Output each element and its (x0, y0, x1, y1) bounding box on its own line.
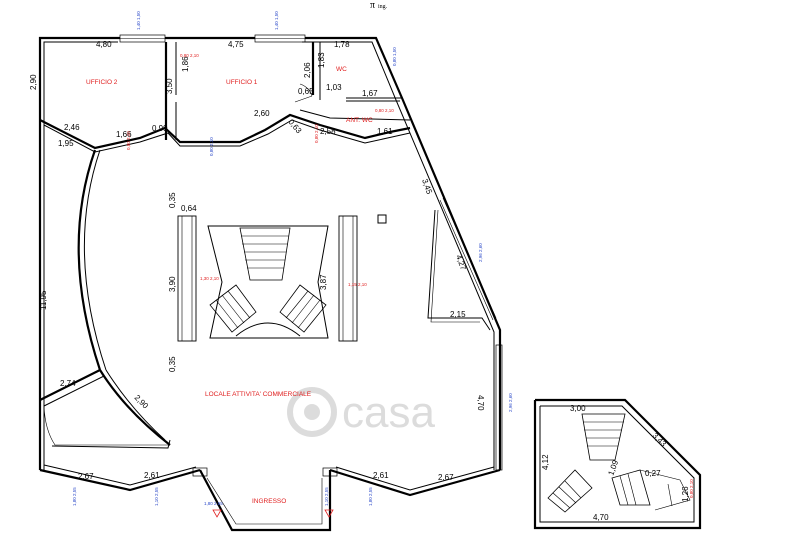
dim-4-75: 4,75 (228, 40, 244, 49)
dim-2-67-left: 2,67 (78, 472, 94, 481)
dim-1-66: 1,66 (116, 130, 132, 139)
dimension-labels: 4,80 4,75 1,78 2,90 1,86 1,83 2,06 3,50 … (29, 40, 690, 522)
dim-0-63: 0,63 (286, 118, 303, 136)
dim-0-99: 0,99 (152, 124, 168, 133)
room-label-wc: WC (336, 66, 347, 73)
room-label-ant-wc: ANT. WC (346, 117, 373, 124)
dim-2-61-right: 2,61 (373, 471, 389, 480)
dim-0-35-bottom: 0,35 (168, 356, 177, 372)
dim-1-86: 1,86 (181, 56, 190, 72)
window-note: 1,10 2,55 (154, 487, 159, 506)
room-label-ufficio-1: UFFICIO 1 (226, 79, 258, 86)
window-note: 0,80 1,50 (392, 47, 397, 66)
dim-4-80: 4,80 (96, 40, 112, 49)
door-note: 0,80 2,10 (126, 131, 131, 150)
dim-2-74: 2,74 (60, 379, 76, 388)
dim-1-26: 1,26 (681, 486, 690, 502)
dim-2-90: 2,90 (29, 74, 38, 90)
header-symbol: π (370, 0, 375, 11)
door-note: 0,80 2,10 (314, 124, 319, 143)
dim-0-27: 0,27 (645, 469, 661, 478)
dim-2-06: 2,06 (303, 62, 312, 78)
opening-notes-red: 0,80 2,10 1,30 2,10 1,15 2,10 0,80 2,10 … (126, 53, 694, 498)
door-note: 0,80 2,10 (180, 53, 199, 58)
door-note: 1,15 2,10 (348, 282, 367, 287)
watermark: casa (287, 387, 435, 437)
dim-3-50: 3,50 (165, 78, 174, 94)
window-note: 2,96 2,60 (508, 393, 513, 412)
dim-4-27: 4,27 (454, 254, 468, 272)
dim-1-83: 1,83 (317, 52, 326, 68)
dim-2-46: 2,46 (64, 123, 80, 132)
window-note: 1,10 2,55 (324, 487, 329, 506)
dim-2-61-left: 2,61 (144, 471, 160, 480)
dim-1-95: 1,95 (58, 139, 74, 148)
dim-2-15: 2,15 (450, 310, 466, 319)
dim-3-90: 3,90 (168, 276, 177, 292)
outer-walls (38, 34, 503, 471)
window-note: 2,96 2,60 (478, 243, 483, 262)
side-stair-plan (533, 398, 702, 530)
dim-4-70: 4,70 (476, 395, 485, 411)
door-note: 1,30 2,10 (200, 276, 219, 281)
dim-0-35-top: 0,35 (168, 192, 177, 208)
window-note: 1,80 2,55 (72, 487, 77, 506)
room-label-ufficio-2: UFFICIO 2 (86, 79, 118, 86)
dim-1-61: 1,61 (377, 127, 393, 136)
dim-11-95: 11,95 (39, 290, 48, 310)
dim-4-70-inset: 4,70 (593, 513, 609, 522)
bottom-facade (39, 464, 501, 532)
dim-2-58: 2,58 (320, 127, 336, 136)
dim-1-67: 1,67 (362, 89, 378, 98)
window-note: 1,40 1,50 (274, 11, 279, 30)
dim-1-09: 1,09 (606, 458, 620, 476)
window-note: 1,80 2,55 (204, 501, 223, 506)
watermark-text: casa (342, 388, 435, 437)
window-note: 1,80 2,55 (368, 487, 373, 506)
interior-walls (39, 42, 491, 331)
dim-1-78: 1,78 (334, 40, 350, 49)
door-note: 0,80 2,10 (689, 479, 694, 498)
dim-3-87: 3,87 (319, 274, 328, 290)
window-note: 1,40 1,50 (136, 11, 141, 30)
dim-2-67-right: 2,67 (438, 473, 454, 482)
dim-1-03: 1,03 (326, 83, 342, 92)
curved-wall (39, 149, 171, 449)
dim-3-43: 3,43 (651, 431, 669, 449)
dim-0-65: 0,65 (298, 87, 314, 96)
opening-notes-blue: 1,40 1,50 1,40 1,50 0,80 1,50 0,80 2,10 … (72, 11, 513, 506)
room-label-locale: LOCALE ATTIVITA' COMMERCIALE (205, 391, 312, 398)
door-note: 0,80 2,10 (375, 108, 394, 113)
room-label-ingresso: INGRESSO (252, 498, 286, 505)
header-suffix: ing. (378, 4, 388, 10)
dim-0-64: 0,64 (181, 204, 197, 213)
dim-4-12: 4,12 (541, 454, 550, 470)
dim-2-60: 2,60 (254, 109, 270, 118)
central-stair (177, 215, 358, 342)
dim-2-90-curve: 2,90 (133, 393, 151, 411)
dim-3-45: 3,45 (420, 178, 434, 196)
dim-3-00: 3,00 (570, 404, 586, 413)
window-note: 0,80 2,10 (209, 137, 214, 156)
